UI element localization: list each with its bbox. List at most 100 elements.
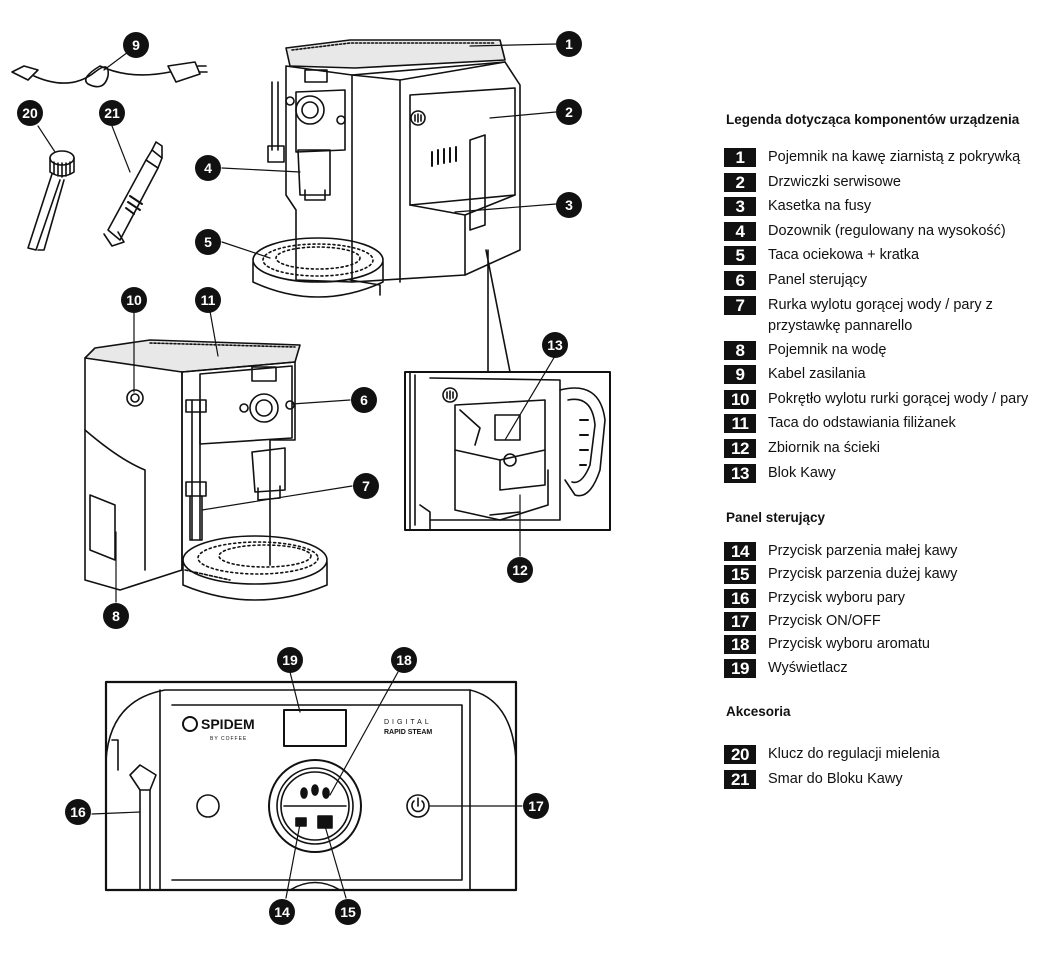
legend-item-text: Taca ociekowa + kratka bbox=[768, 247, 920, 264]
control-panel-closeup bbox=[104, 680, 518, 892]
legend-item-number: 13 bbox=[724, 463, 756, 483]
spidem-logo-icon bbox=[182, 716, 198, 732]
legend-item-text: Kabel zasilania bbox=[768, 366, 866, 383]
legend-item: 16 Przycisk wyboru pary bbox=[724, 588, 1054, 610]
callout-8: 8 bbox=[103, 603, 129, 629]
legend-item-text: Przycisk ON/OFF bbox=[768, 612, 881, 629]
callout-4: 4 bbox=[195, 155, 221, 181]
callout-number: 8 bbox=[112, 608, 120, 624]
grease-tube bbox=[103, 141, 163, 247]
callout-number: 10 bbox=[126, 292, 142, 308]
legend-item: 4 Dozownik (regulowany na wysokość) bbox=[724, 221, 1054, 243]
legend-item-text: Przycisk parzenia dużej kawy bbox=[768, 566, 958, 583]
legend-item-number: 3 bbox=[724, 197, 756, 217]
brand-subtitle: BY COFFEE bbox=[210, 736, 247, 742]
legend-item-number: 14 bbox=[724, 542, 756, 561]
callout-number: 6 bbox=[360, 392, 368, 408]
legend-section-title: Panel sterujący bbox=[726, 510, 826, 525]
legend-item-number: 10 bbox=[724, 389, 756, 409]
callout-14: 14 bbox=[269, 899, 295, 925]
callout-1: 1 bbox=[556, 31, 582, 57]
legend-item-number: 6 bbox=[724, 271, 756, 290]
callout-number: 11 bbox=[201, 292, 216, 308]
callout-circle bbox=[121, 287, 147, 313]
callout-circle bbox=[123, 32, 149, 58]
callout-circle bbox=[351, 387, 377, 413]
callout-circle bbox=[507, 557, 533, 583]
callout-number: 5 bbox=[204, 234, 212, 250]
legend-section-title: Legenda dotycząca komponentów urządzenia bbox=[726, 112, 1020, 127]
power-cable bbox=[11, 61, 208, 88]
callout-17: 17 bbox=[523, 793, 549, 819]
legend-item-number: 15 bbox=[724, 565, 756, 585]
callout-circle bbox=[556, 31, 582, 57]
callout-15: 15 bbox=[335, 899, 361, 925]
legend-item-number: 9 bbox=[724, 365, 756, 385]
legend-item-number: 16 bbox=[724, 588, 756, 608]
callout-2: 2 bbox=[556, 99, 582, 125]
callout-9: 9 bbox=[123, 32, 149, 58]
callout-6: 6 bbox=[351, 387, 377, 413]
legend-item-text: Dozownik (regulowany na wysokość) bbox=[768, 222, 1006, 239]
callout-number: 21 bbox=[104, 105, 120, 121]
callout-circle bbox=[556, 99, 582, 125]
callout-7: 7 bbox=[353, 473, 379, 499]
callout-number: 4 bbox=[204, 160, 212, 176]
legend-item-text: Pojemnik na wodę bbox=[768, 341, 887, 358]
callout-11: 11 bbox=[195, 287, 221, 313]
callout-circle bbox=[556, 192, 582, 218]
legend-item-text: Klucz do regulacji mielenia bbox=[768, 746, 940, 762]
legend-item: 10 Pokrętło wylotu rurki gorącej wody / p… bbox=[724, 389, 1054, 411]
legend-item: 17 Przycisk ON/OFF bbox=[724, 611, 1054, 633]
callout-number: 18 bbox=[396, 652, 412, 668]
callout-number: 17 bbox=[528, 798, 544, 814]
callout-circle bbox=[335, 899, 361, 925]
callout-circle bbox=[523, 793, 549, 819]
callout-5: 5 bbox=[195, 229, 221, 255]
callout-number: 2 bbox=[565, 104, 573, 120]
legend-item-text-continued: przystawkę pannarello bbox=[768, 317, 913, 334]
grinder-adjustment-key bbox=[27, 150, 75, 251]
legend-item-text: Przycisk parzenia małej kawy bbox=[768, 543, 958, 559]
legend-item-number: 18 bbox=[724, 635, 756, 655]
model-line-2: RAPID STEAM bbox=[384, 729, 432, 736]
legend-item: 6 Panel sterujący bbox=[724, 270, 1054, 292]
callout-circle bbox=[542, 332, 568, 358]
legend-item-number: 1 bbox=[724, 148, 756, 167]
callout-circle bbox=[17, 100, 43, 126]
legend-item-text: Kasetka na fusy bbox=[768, 198, 872, 215]
inset-brew-unit bbox=[404, 249, 611, 531]
callout-circle bbox=[195, 287, 221, 313]
legend-item: 20 Klucz do regulacji mielenia bbox=[724, 744, 1054, 766]
callout-13: 13 bbox=[542, 332, 568, 358]
legend-item-number: 8 bbox=[724, 340, 756, 360]
legend-item-text: Pokrętło wylotu rurki gorącej wody / par… bbox=[768, 390, 1029, 407]
legend-item-text: Drzwiczki serwisowe bbox=[768, 173, 901, 190]
callout-circle bbox=[99, 100, 125, 126]
legend-item-number: 4 bbox=[724, 221, 756, 241]
callout-16: 16 bbox=[65, 799, 91, 825]
legend-item-text: Taca do odstawiania filiżanek bbox=[768, 415, 956, 432]
callout-number: 19 bbox=[282, 652, 298, 668]
legend-item-number: 20 bbox=[724, 745, 756, 764]
legend-item-text: Rurka wylotu gorącej wody / pary z bbox=[768, 296, 993, 313]
legend-item-text: Panel sterujący bbox=[768, 272, 868, 288]
legend-item-text: Przycisk wyboru pary bbox=[768, 589, 905, 606]
callout-circle bbox=[195, 155, 221, 181]
callout-number: 1 bbox=[565, 36, 573, 52]
legend-item: 15 Przycisk parzenia dużej kawy bbox=[724, 564, 1054, 586]
legend-item-number: 17 bbox=[724, 611, 756, 631]
legend-item: 8 Pojemnik na wodę bbox=[724, 340, 1054, 362]
callout-number: 13 bbox=[547, 337, 563, 353]
callout-number: 12 bbox=[512, 562, 528, 578]
legend-item-text: Zbiornik na ścieki bbox=[768, 440, 881, 456]
legend-item: 9 Kabel zasilania bbox=[724, 364, 1054, 386]
